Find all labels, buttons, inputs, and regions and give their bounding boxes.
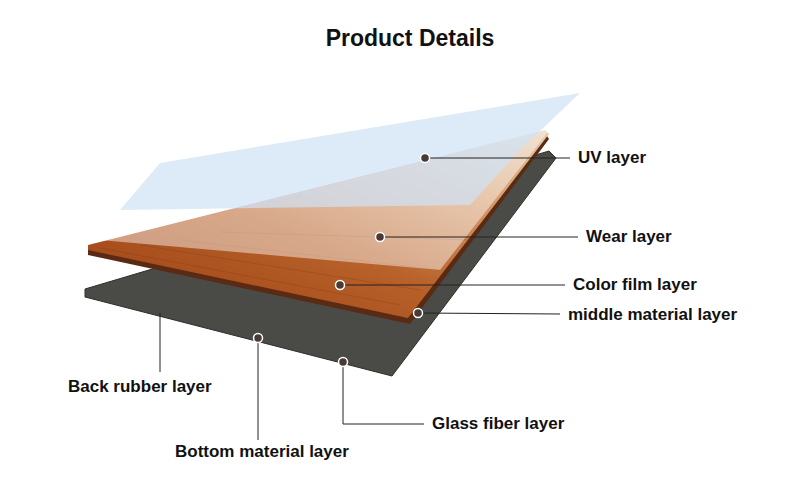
part-label: Bottom material layer bbox=[175, 442, 349, 462]
part-label: Color film layer bbox=[573, 275, 697, 295]
uv-layer bbox=[120, 93, 580, 210]
part-label: middle material layer bbox=[568, 305, 737, 325]
part-label: UV layer bbox=[578, 148, 646, 168]
diagram-title: Product Details bbox=[326, 25, 495, 52]
leader-lines bbox=[160, 158, 578, 440]
part-label: Back rubber layer bbox=[68, 377, 212, 397]
part-label: Glass fiber layer bbox=[432, 414, 564, 434]
part-label: Wear layer bbox=[586, 227, 672, 247]
callout-dots bbox=[254, 154, 430, 367]
